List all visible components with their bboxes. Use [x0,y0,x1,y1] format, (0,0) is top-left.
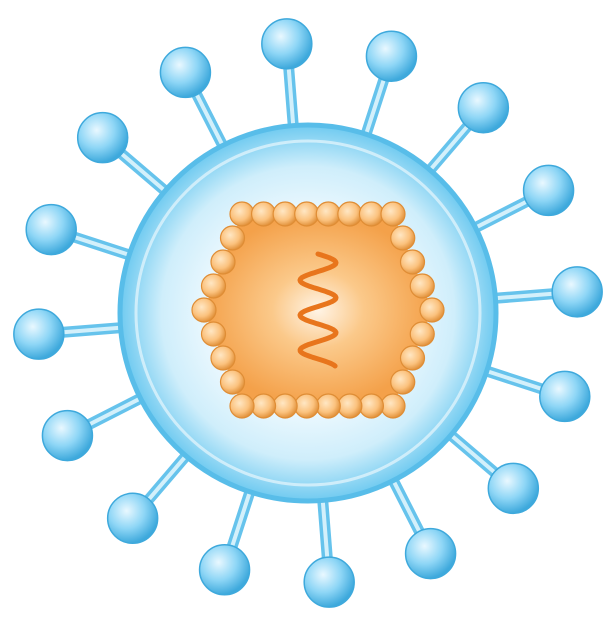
capsomere [200,273,227,299]
capsomere [250,393,277,419]
capsomere [200,321,227,347]
capsomere [294,393,320,419]
spike-head [487,462,540,515]
spike-head [41,409,94,462]
capsomere [399,249,426,275]
spike-head [457,81,510,134]
capsomere [191,297,217,323]
capsomere [272,393,298,419]
spike [303,476,355,608]
spike-head [404,527,457,580]
spike-head [261,18,313,70]
capsomere [315,393,341,419]
viral-capsid [204,214,432,406]
spike-head [539,370,591,423]
capsomere [229,393,255,419]
capsomere [210,249,236,275]
viral-genome [297,251,339,369]
capsomere [358,393,385,419]
capsomeres [191,201,445,419]
spike-head [159,46,212,99]
capsomere [229,201,255,227]
capsomere [419,297,445,323]
capsomere [358,201,385,227]
capsomere [380,201,406,227]
capsomere [399,345,426,371]
capsomere [219,369,246,395]
capsomere [409,321,435,347]
capsomere [390,225,416,251]
capsid-core [204,214,432,406]
capsomere [337,393,363,419]
capsomere [250,201,277,227]
capsomere [409,273,435,299]
capsomere [337,201,363,227]
spike-head [25,203,77,256]
capsomere [210,345,236,371]
envelope-inner-ring [134,139,482,487]
spike-head [76,111,129,164]
spike-head [365,30,418,82]
capsomere [380,393,406,419]
spike-head [13,308,65,360]
capsomere [294,201,320,227]
capsomere [315,201,341,227]
genome-strand [297,251,339,369]
spike-head [551,266,603,318]
capsomere [272,201,298,227]
capsomere [219,225,246,251]
capsomere [390,369,416,395]
spike-head [522,164,575,217]
spike-head [106,492,159,545]
spike-head [198,544,251,596]
spike-head [303,556,355,608]
